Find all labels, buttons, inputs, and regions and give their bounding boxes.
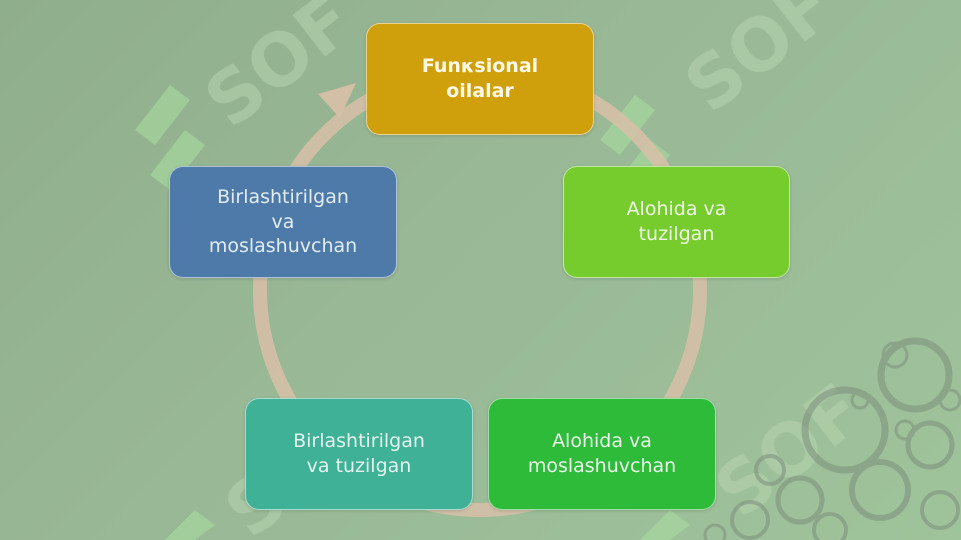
node-alohida-va-moslashuvchan: Alohida va moslashuvchan	[488, 398, 716, 510]
cycle-arrow-icon	[318, 83, 356, 118]
node-label: Alohida va tuzilgan	[626, 198, 727, 245]
circles-decoration	[703, 337, 961, 540]
node-alohida-va-tuzilgan: Alohida va tuzilgan	[563, 166, 790, 278]
node-birlashtirilgan-va-moslashuvchan: Birlashtirilgan va moslashuvchan	[169, 166, 397, 278]
node-label: Funκsional oilalar	[421, 55, 539, 102]
node-funksional-oilalar: Funκsional oilalar	[366, 23, 594, 135]
node-birlashtirilgan-va-tuzilgan: Birlashtirilgan va tuzilgan	[245, 398, 473, 510]
node-label: Alohida va moslashuvchan	[527, 430, 677, 477]
watermark-text: SOF	[670, 0, 850, 129]
node-label: Birlashtirilgan va tuzilgan	[293, 430, 425, 477]
node-label: Birlashtirilgan va moslashuvchan	[208, 185, 358, 258]
